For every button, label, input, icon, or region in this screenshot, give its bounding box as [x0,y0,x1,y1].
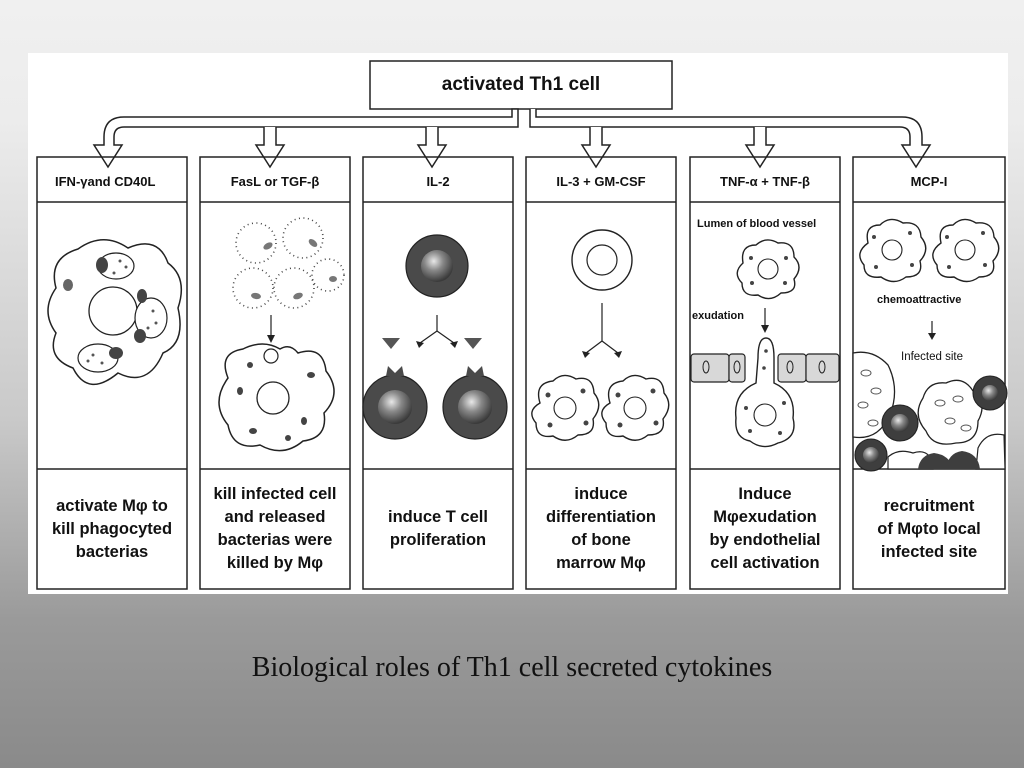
title-box: activated Th1 cell [441,74,601,95]
description-line: marrow Mφ [556,554,646,572]
description-line: Mφexudation [713,508,817,526]
label-infected-site: Infected site [901,351,964,363]
description-line: kill phagocyted [51,519,173,538]
label-exudation: exudation [692,310,744,322]
label-chemoattractive: chemoattractive [877,294,962,306]
column-header-ifn: IFN-γand CD40L [55,174,156,189]
diagram-graphics [36,60,1008,590]
description-line: killed by Mφ [226,554,324,572]
title-box-frame [369,60,673,110]
description-line: of Mφto local [877,519,981,538]
description-il3: induce differentiation of bone marrow Mφ [526,469,676,589]
recruitment-illustration [852,218,1008,472]
description-line: differentiation [546,508,656,526]
description-mcp: recruitment of Mφto local infected site [853,469,1005,589]
infected-cell-illustration [218,217,345,452]
description-line: cell activation [710,554,820,572]
description-line: proliferation [389,531,487,549]
description-line: bacterias [75,542,149,561]
description-line: of bone [571,531,631,549]
column-header-il3: IL-3 + GM-CSF [556,174,646,189]
description-fasl: kill infected cell and released bacteria… [200,469,350,589]
column-header-tnf: TNF-α + TNF-β [720,174,810,189]
label-lumen: Lumen of blood vessel [697,218,817,230]
description-line: kill infected cell [213,485,337,503]
description-il2: induce T cell proliferation [363,469,513,589]
macrophage-illustration [47,239,183,385]
t-cell-illustration [362,234,508,440]
branch-arrows [92,108,932,169]
description-tnf: Induce Mφexudation by endothelial cell a… [690,469,840,589]
description-line: bacterias were [217,531,333,549]
column-frames [36,156,1006,590]
slide-caption: Biological roles of Th1 cell secreted cy… [251,652,773,683]
bone-marrow-illustration [531,229,670,441]
description-line: by endothelial [709,531,821,549]
description-line: and released [224,508,326,526]
cytokine-diagram: activated Th1 cell IFN-γand CD40L FasL o… [28,53,1008,594]
column-header-il2: IL-2 [426,174,450,189]
description-line: induce [574,485,628,503]
description-line: induce T cell [388,508,488,526]
description-line: Induce [738,485,792,503]
description-line: infected site [880,542,978,561]
column-header-fasl: FasL or TGF-β [230,174,320,189]
description-ifn: activate Mφ to kill phagocyted bacterias [37,469,187,589]
column-header-mcp: MCP-I [910,174,948,189]
description-line: recruitment [883,496,975,515]
description-line: activate Mφ to [56,496,168,515]
exudation-illustration [690,239,840,448]
